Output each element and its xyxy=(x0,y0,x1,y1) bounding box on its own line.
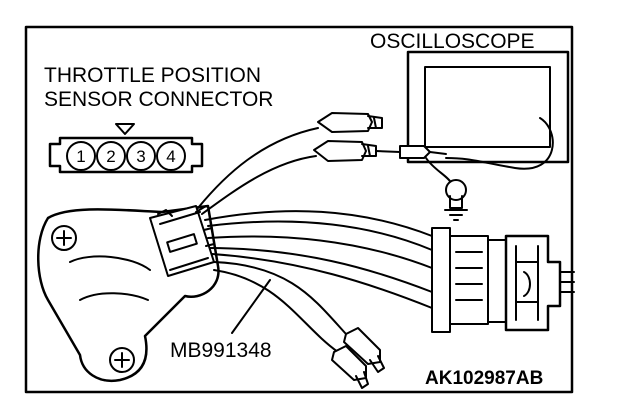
wire xyxy=(213,261,347,335)
wire xyxy=(211,253,433,309)
connector-housing xyxy=(48,136,204,174)
tps-connector-label-line1: THROTTLE POSITION xyxy=(44,64,261,87)
test-harness-wires xyxy=(197,127,433,353)
wire xyxy=(207,235,433,269)
throttle-position-sensor-connector: THROTTLE POSITION SENSOR CONNECTOR 1 2 3… xyxy=(44,64,273,174)
connector-pin-label: 1 xyxy=(76,147,85,166)
wire xyxy=(201,155,317,215)
oscilloscope-screen xyxy=(424,66,551,148)
alligator-clip-lower xyxy=(313,140,453,185)
figure-frame xyxy=(24,25,574,394)
harness-leader-line xyxy=(231,279,271,334)
connector-pin-label: 4 xyxy=(166,147,175,166)
mounting-screw-icon xyxy=(109,347,135,373)
test-light-bulb-icon xyxy=(444,179,468,221)
wire xyxy=(207,247,433,293)
alligator-clip-upper xyxy=(317,112,383,133)
connector-key-triangle-icon xyxy=(115,123,135,135)
connector-pin-label: 3 xyxy=(136,147,145,166)
oscilloscope-cable xyxy=(445,117,554,170)
wire xyxy=(204,210,433,237)
connector-pin-1 xyxy=(66,141,96,171)
connector-pin-3 xyxy=(126,141,156,171)
harness-label: MB991348 xyxy=(170,339,272,362)
oscilloscope-body xyxy=(406,50,570,164)
oscilloscope-label: OSCILLOSCOPE xyxy=(370,30,535,53)
wire xyxy=(207,220,433,251)
throttle-position-sensor xyxy=(37,204,220,383)
harness-connector xyxy=(431,227,575,333)
tps-connector-label-line2: SENSOR CONNECTOR xyxy=(44,88,273,111)
wire xyxy=(213,269,339,353)
alligator-clip-bottom-2 xyxy=(331,345,369,389)
connector-pin-2 xyxy=(96,141,126,171)
oscilloscope: OSCILLOSCOPE xyxy=(370,30,570,170)
figure-code: AK102987AB xyxy=(425,368,543,389)
connector-pin-4 xyxy=(156,141,186,171)
connector-pins: 1 2 3 4 xyxy=(66,141,186,171)
alligator-clip-bottom-1 xyxy=(343,327,385,373)
connector-pin-label: 2 xyxy=(106,147,115,166)
mounting-screw-icon xyxy=(51,225,77,251)
wire xyxy=(197,127,319,209)
